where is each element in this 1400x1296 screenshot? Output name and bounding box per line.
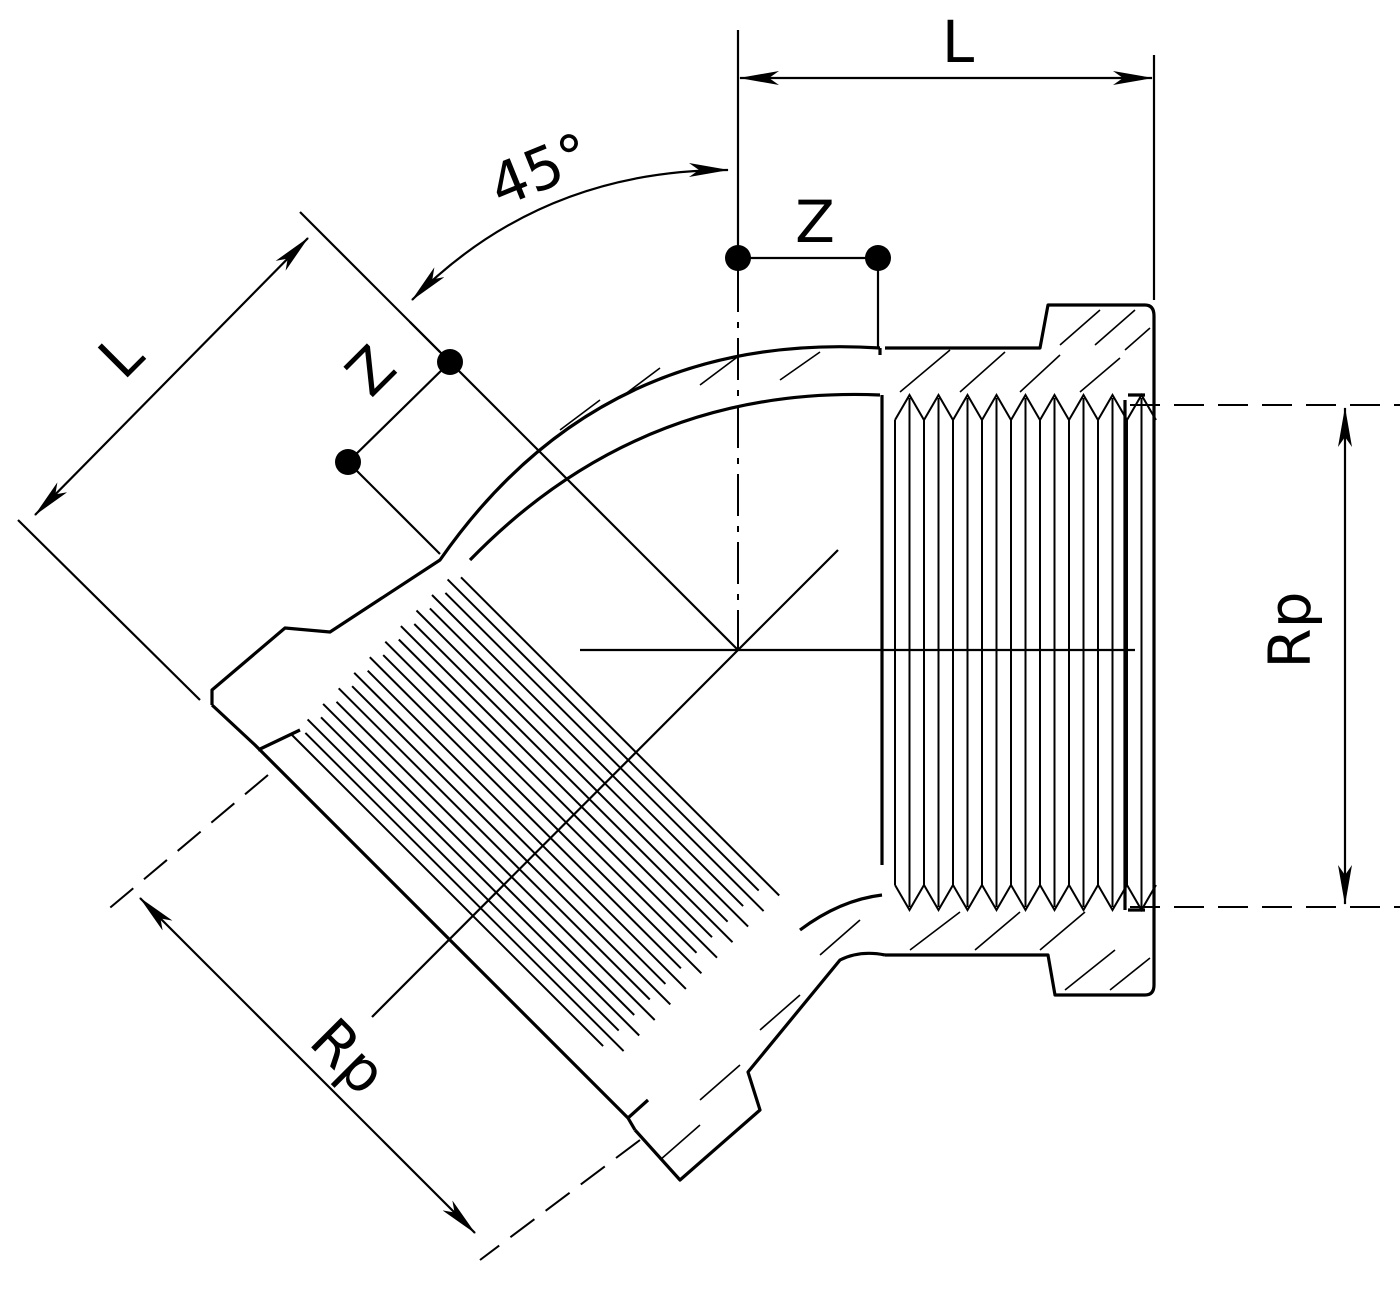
- label-length-right: L: [942, 8, 974, 76]
- dim-angle: 45°: [411, 119, 729, 301]
- left-socket-bore: [257, 728, 650, 1120]
- label-z-right: Z: [795, 188, 835, 256]
- elbow-outer-bottom: [633, 951, 886, 1182]
- elbow-body: [210, 345, 886, 1182]
- right-thread: [894, 393, 1157, 912]
- left-socket: [210, 576, 780, 1131]
- elbow-hatch: [559, 351, 861, 1161]
- right-socket: [878, 303, 1157, 997]
- dim-top-z: Z: [725, 188, 891, 348]
- dim-thread-right: Rp: [1130, 404, 1400, 908]
- left-axis: [371, 649, 739, 1018]
- elbow-inner-curve: [468, 392, 881, 562]
- label-length-left: L: [85, 320, 156, 391]
- right-socket-outline: [878, 303, 1156, 997]
- dim-top-length: L: [736, 8, 1156, 300]
- label-z-left: Z: [333, 333, 409, 409]
- left-thread: [291, 576, 780, 1052]
- right-wall-hatch-bottom: [909, 911, 1151, 991]
- elbow-inner-bottom: [799, 893, 883, 932]
- right-wall-hatch-top: [899, 309, 1151, 393]
- right-socket-bore: [880, 393, 1145, 912]
- label-angle: 45°: [480, 119, 601, 221]
- elbow-outer-curve: [210, 345, 881, 705]
- center-lines: [371, 270, 1135, 1018]
- dim-left-length: L: [17, 211, 441, 701]
- left-socket-outline: [210, 703, 637, 1131]
- left-thread-lines: [291, 576, 780, 1052]
- right-thread-lines: [894, 393, 1157, 912]
- label-thread-right: Rp: [1256, 591, 1324, 668]
- dim-left-z: Z: [333, 333, 463, 555]
- left-face-ref: [409, 321, 739, 651]
- bisector: [737, 549, 839, 651]
- label-thread-left: Rp: [297, 1005, 400, 1108]
